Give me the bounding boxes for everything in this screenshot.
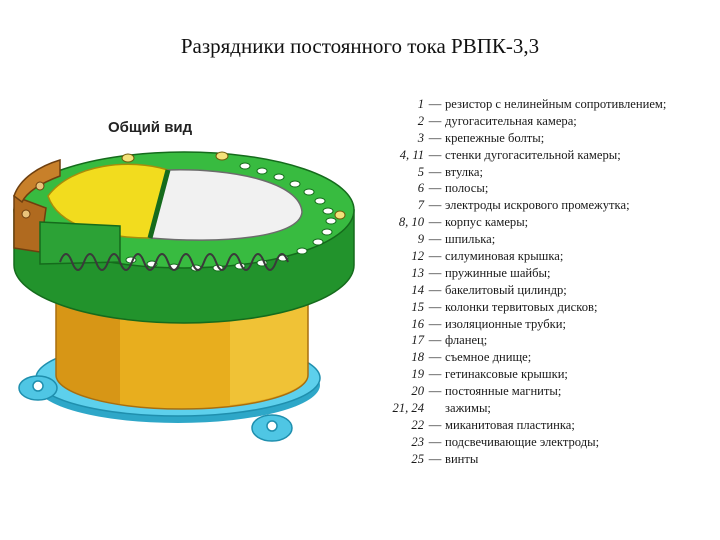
legend-number: 12	[411, 249, 424, 264]
legend-item: 12 —силуминовая крышка;	[370, 249, 720, 266]
legend-item: 14 —бакелитовый цилиндр;	[370, 283, 720, 300]
legend-item: 2 —дугогасительная камера;	[370, 114, 720, 131]
legend-dash: —	[428, 367, 442, 382]
legend-item: 20 —постоянные магниты;	[370, 384, 720, 401]
legend-item: 1 —резистор с нелинейным сопротивлением;	[370, 97, 720, 114]
legend-number: 7	[417, 198, 424, 213]
legend-description: полосы;	[445, 181, 489, 196]
legend-dash: —	[428, 265, 442, 280]
rim-bolts	[121, 151, 346, 220]
legend-description: винты	[445, 451, 479, 466]
legend-number: 6	[417, 181, 424, 196]
legend-item: 7 —электроды искрового промежутка;	[370, 198, 720, 215]
legend-number: 21, 24	[392, 401, 424, 416]
legend-number: 22	[411, 417, 424, 432]
legend-number: 9	[417, 232, 424, 247]
legend-dash: —	[428, 164, 442, 179]
legend-number: 3	[417, 130, 424, 145]
legend-item: 23 —подсвечивающие электроды;	[370, 435, 720, 452]
legend-description: шпилька;	[445, 232, 496, 247]
legend-description: крепежные болты;	[445, 130, 545, 145]
legend-number: 1	[417, 97, 424, 111]
legend-dash: —	[428, 417, 442, 432]
legend-description: электроды искрового промежутка;	[445, 198, 630, 213]
legend-dash: —	[428, 434, 442, 449]
legend-dash: —	[428, 232, 442, 247]
legend-item: 8, 10 —корпус камеры;	[370, 215, 720, 232]
legend-description: корпус камеры;	[445, 215, 529, 230]
legend-number: 14	[411, 282, 424, 297]
legend-dash: —	[428, 299, 442, 314]
legend-dash: —	[428, 130, 442, 145]
legend-description: колонки тервитовых дисков;	[445, 299, 598, 314]
legend-description: изоляционные трубки;	[445, 316, 566, 331]
legend-number: 20	[411, 384, 424, 399]
legend-item: 4, 11 —стенки дугогасительной камеры;	[370, 148, 720, 165]
cutaway-section	[39, 221, 289, 271]
legend-number: 23	[411, 434, 424, 449]
legend-item: 5 —втулка;	[370, 165, 720, 182]
legend-item: 19 —гетинаксовые крышки;	[370, 367, 720, 384]
legend-item: 22 —миканитовая пластинка;	[370, 418, 720, 435]
legend-dash: —	[428, 282, 442, 297]
legend-item: 6 —полосы;	[370, 181, 720, 198]
legend-number: 4, 11	[399, 147, 424, 162]
legend-item: 13 —пружинные шайбы;	[370, 266, 720, 283]
legend-description: зажимы;	[445, 401, 491, 416]
legend-dash: —	[428, 316, 442, 331]
legend-dash: —	[428, 147, 442, 162]
legend-item: 16 —изоляционные трубки;	[370, 317, 720, 334]
legend-item: 9 —шпилька;	[370, 232, 720, 249]
mounting-lug-left	[18, 375, 58, 401]
parts-legend: 1—резистор с нелинейным сопротивлением;2…	[370, 97, 720, 469]
legend-number: 2	[417, 113, 424, 128]
legend-dash: —	[428, 350, 442, 365]
legend-dash: —	[428, 249, 442, 264]
legend-item: 3 —крепежные болты;	[370, 131, 720, 148]
wave-spring	[59, 253, 289, 271]
slide-title: Разрядники постоянного тока РВПК-3,3	[180, 34, 540, 58]
legend-number: 15	[411, 299, 424, 314]
legend-dash: —	[428, 113, 442, 128]
legend-description: бакелитовый цилиндр;	[445, 282, 567, 297]
legend-dash: —	[428, 181, 442, 196]
legend-description: миканитовая пластинка;	[445, 417, 575, 432]
legend-dash: —	[428, 384, 442, 399]
legend-description: стенки дугогасительной камеры;	[445, 147, 621, 162]
legend-number: 16	[411, 316, 424, 331]
mounting-lug-right	[251, 414, 293, 442]
legend-description: резистор с нелинейным сопротивлением;	[445, 97, 667, 111]
legend-item: 17 —фланец;	[370, 333, 720, 350]
legend-description: дугогасительная камера;	[445, 113, 577, 128]
legend-number: 19	[411, 367, 424, 382]
legend-dash: —	[428, 97, 442, 111]
legend-number: 18	[411, 350, 424, 365]
legend-description: втулка;	[445, 164, 484, 179]
legend-dash: —	[428, 451, 442, 466]
legend-item: 18 —съемное днище;	[370, 350, 720, 367]
figure-caption: Общий вид	[108, 119, 193, 136]
legend-number: 5	[417, 164, 424, 179]
legend-description: постоянные магниты;	[445, 384, 562, 399]
legend-description: съемное днище;	[445, 350, 532, 365]
legend-dash: —	[428, 198, 442, 213]
legend-number: 25	[411, 451, 424, 466]
legend-description: гетинаксовые крышки;	[445, 367, 568, 382]
legend-item: 15 —колонки тервитовых дисков;	[370, 300, 720, 317]
legend-dash: —	[428, 215, 442, 230]
legend-description: подсвечивающие электроды;	[445, 434, 600, 449]
legend-item: 25 —винты	[370, 452, 720, 469]
inner-plates	[47, 163, 303, 241]
legend-dash: —	[428, 333, 442, 348]
legend-description: силуминовая крышка;	[445, 249, 564, 264]
legend-description: пружинные шайбы;	[445, 265, 551, 280]
legend-description: фланец;	[445, 333, 488, 348]
cutaway-wall	[13, 158, 61, 253]
legend-number: 17	[411, 333, 424, 348]
legend-number: 13	[411, 265, 424, 280]
legend-item: 21, 24 зажимы;	[370, 401, 720, 418]
legend-number: 8, 10	[398, 215, 424, 230]
